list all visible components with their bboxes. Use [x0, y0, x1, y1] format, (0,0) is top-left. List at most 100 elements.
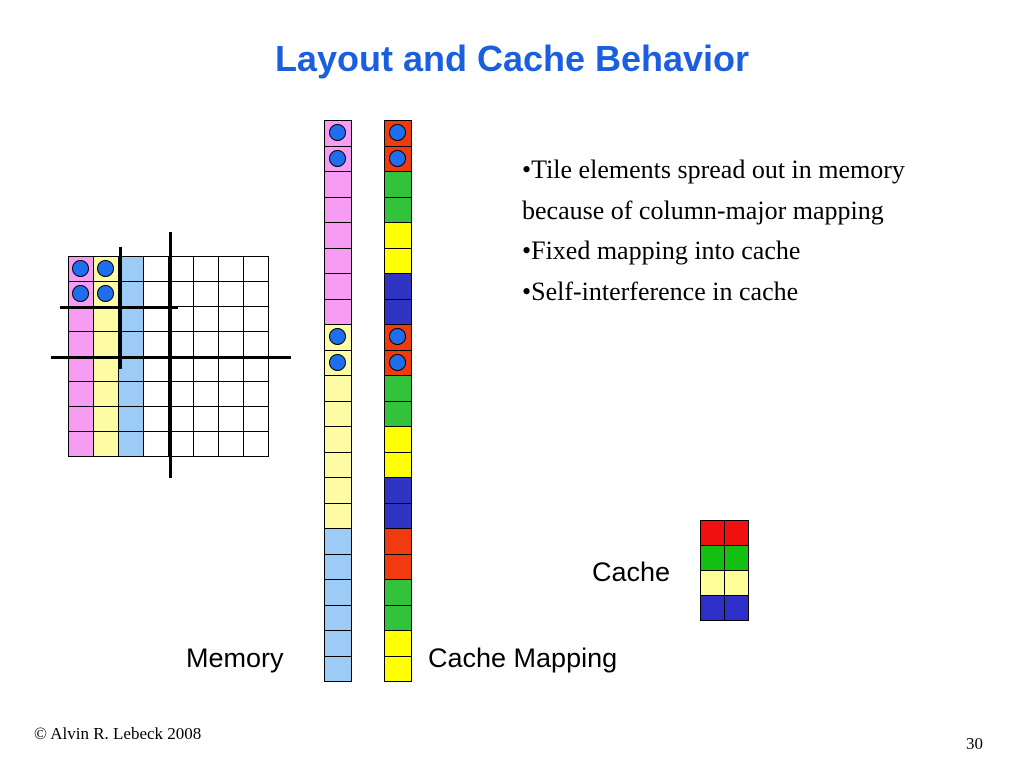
matrix-cell: [118, 356, 144, 382]
cache-mapping-cell: [385, 350, 411, 376]
matrix-cell: [68, 356, 94, 382]
memory-cell: [325, 580, 351, 606]
matrix-cell: [143, 406, 169, 432]
matrix-cell: [68, 306, 94, 332]
memory-cell: [325, 172, 351, 198]
matrix-cell: [168, 306, 194, 332]
cache-cell: [724, 570, 749, 596]
matrix-cell: [193, 406, 219, 432]
matrix-cell: [118, 306, 144, 332]
cache-mapping-cell: [385, 376, 411, 402]
memory-cell: [325, 325, 351, 351]
cache-cell: [700, 570, 725, 596]
cache-mapping-cell: [385, 656, 411, 682]
cache-mapping-cell: [385, 172, 411, 198]
matrix-cell: [118, 431, 144, 457]
cache-mapping-cell: [385, 503, 411, 529]
matrix-cell: [168, 281, 194, 307]
matrix-cell: [193, 306, 219, 332]
matrix-cell: [93, 381, 119, 407]
cache-mapping-cell: [385, 299, 411, 325]
bullet-item: •Fixed mapping into cache: [522, 236, 801, 265]
cache-mapping-cell: [385, 325, 411, 351]
tile-element-dot: [329, 149, 346, 167]
cache-mapping-cell: [385, 274, 411, 300]
matrix-cell: [68, 281, 94, 307]
matrix-cell: [93, 406, 119, 432]
cache-mapping-cell: [385, 580, 411, 606]
tile-element-dot: [97, 260, 114, 277]
cache-label: Cache: [592, 557, 671, 587]
bullet-item: •Tile elements spread out in memory beca…: [522, 155, 905, 225]
matrix-cell: [118, 256, 144, 282]
memory-cell: [325, 656, 351, 682]
matrix-cell: [218, 356, 244, 382]
memory-cell: [325, 605, 351, 631]
bullet-list: •Tile elements spread out in memory beca…: [522, 150, 942, 312]
matrix-cell: [93, 431, 119, 457]
memory-cell: [325, 121, 351, 147]
matrix-cell: [118, 406, 144, 432]
memory-cell: [325, 503, 351, 529]
matrix-cell: [218, 306, 244, 332]
matrix-cell: [218, 406, 244, 432]
cache-mapping-cell: [385, 478, 411, 504]
memory-cell: [325, 401, 351, 427]
slide-title: Layout and Cache Behavior: [274, 38, 750, 79]
memory-cell: [325, 376, 351, 402]
cache-cell: [700, 545, 725, 571]
cache-mapping-strip: [384, 120, 412, 682]
matrix-cell: [218, 281, 244, 307]
memory-cell: [325, 299, 351, 325]
matrix-cell: [93, 306, 119, 332]
memory-cell: [325, 248, 351, 274]
matrix-cell: [243, 356, 269, 382]
cache-mapping-cell: [385, 223, 411, 249]
matrix-cell: [143, 281, 169, 307]
memory-cell: [325, 146, 351, 172]
cache-mapping-cell: [385, 605, 411, 631]
matrix-cell: [243, 431, 269, 457]
matrix-cell: [193, 356, 219, 382]
matrix-cell: [143, 256, 169, 282]
cache-cell: [724, 545, 749, 571]
tile-boundary-horizontal-2: [51, 356, 291, 359]
tile-boundary-horizontal-1: [60, 306, 178, 309]
memory-cell: [325, 631, 351, 657]
cache-mapping-cell: [385, 529, 411, 555]
matrix-cell: [193, 281, 219, 307]
memory-cell: [325, 197, 351, 223]
matrix-cell: [193, 381, 219, 407]
cache-diagram: [700, 520, 749, 621]
matrix-cell: [93, 281, 119, 307]
page-number: 30: [966, 734, 983, 753]
cache-mapping-cell: [385, 452, 411, 478]
matrix-cell: [68, 256, 94, 282]
copyright-footer: © Alvin R. Lebeck 2008: [34, 724, 202, 743]
matrix-cell: [68, 431, 94, 457]
matrix-cell: [68, 406, 94, 432]
matrix-cell: [168, 381, 194, 407]
matrix-cell: [68, 381, 94, 407]
matrix-cell: [118, 381, 144, 407]
matrix-cell: [168, 356, 194, 382]
cache-mapping-cell: [385, 197, 411, 223]
memory-cell: [325, 350, 351, 376]
matrix-cell: [143, 356, 169, 382]
tile-element-dot: [389, 124, 406, 141]
bullet-item: •Self-interference in cache: [522, 276, 799, 306]
cache-mapping-cell: [385, 121, 411, 147]
matrix-cell: [193, 431, 219, 457]
matrix-cell: [218, 381, 244, 407]
memory-cell: [325, 478, 351, 504]
matrix-cell: [218, 331, 244, 357]
matrix-cell: [243, 381, 269, 407]
memory-strip: [324, 120, 352, 682]
matrix-cell: [168, 331, 194, 357]
matrix-cell: [143, 431, 169, 457]
cache-mapping-cell: [385, 631, 411, 657]
matrix-cell: [168, 431, 194, 457]
cache-mapping-cell: [385, 146, 411, 172]
matrix-cell: [218, 431, 244, 457]
matrix-cell: [243, 306, 269, 332]
